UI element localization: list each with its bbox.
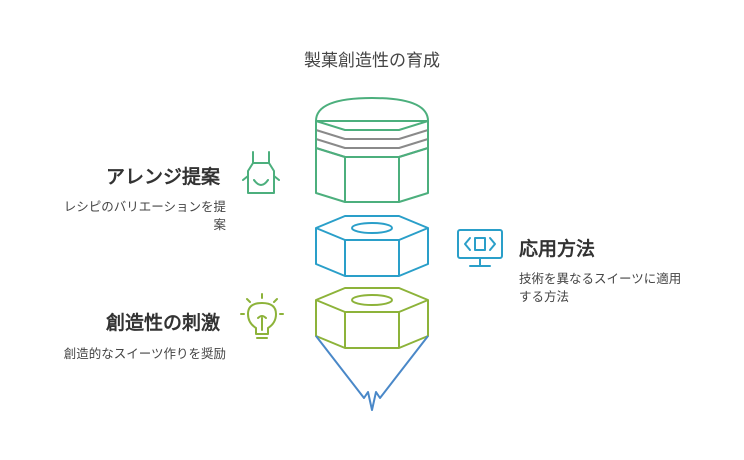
stimulate-description-line-1: 創造的なスイーツ作りを奨励 (63, 346, 226, 361)
eraser-block (315, 97, 429, 203)
stimulate-description: 創造的なスイーツ作りを奨励 (30, 345, 226, 363)
arrange-description-line-1: レシピのバリエーションを提 (63, 199, 226, 214)
arrange-heading: アレンジ提案 (106, 166, 221, 188)
apply-description-line-1: 技術を異なるスイーツに適用 (519, 271, 682, 286)
apply-description: 技術を異なるスイーツに適用 する方法 (519, 270, 729, 306)
stimulate-heading: 創造性の刺激 (106, 312, 221, 334)
apply-description-line-2: する方法 (519, 289, 570, 304)
olive-nut (315, 287, 429, 349)
lightbulb-icon (240, 293, 284, 339)
arrange-description-line-2: 案 (213, 217, 226, 232)
apply-heading: 応用方法 (519, 238, 596, 260)
blue-nut (315, 215, 429, 277)
page-title: 製菓創造性の育成 (304, 51, 440, 71)
arrange-description: レシピのバリエーションを提 案 (30, 198, 226, 234)
pencil-tip (315, 335, 429, 411)
monitor-code-icon (457, 229, 503, 267)
apron-icon (242, 151, 280, 194)
